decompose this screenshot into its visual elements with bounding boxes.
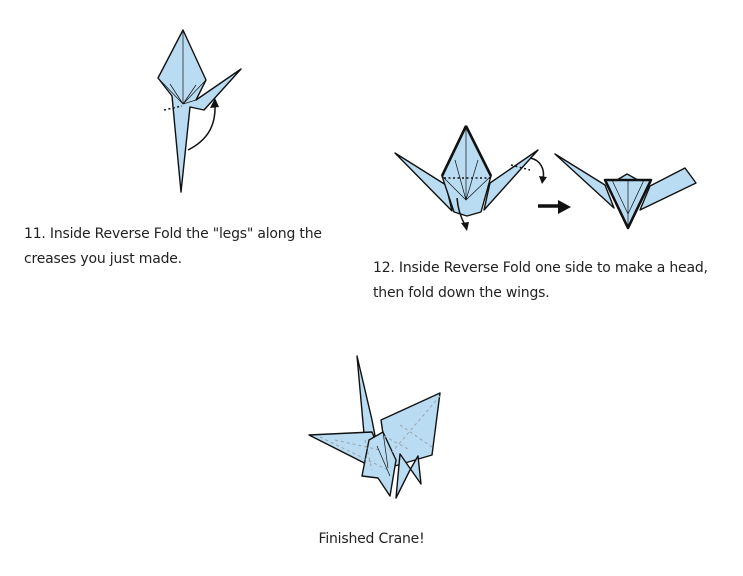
step-12-head-fold-line <box>510 164 531 171</box>
step-11-caption: 11. Inside Reverse Fold the "legs" along… <box>24 226 322 267</box>
crane-creases <box>319 395 441 471</box>
step-12-head-arrow <box>529 157 545 180</box>
step-12-diagram-before <box>394 125 547 231</box>
step-12-transition-arrow <box>538 200 571 214</box>
step-12-after-right-wing <box>639 167 697 211</box>
step-11-fold-line <box>163 105 183 111</box>
finished-caption: Finished Crane! <box>318 531 425 547</box>
step-12-caption: 12. Inside Reverse Fold one side to make… <box>373 260 708 301</box>
step-11-model <box>157 29 242 193</box>
step-11-diagram <box>157 29 242 193</box>
step-11-creases <box>157 30 207 105</box>
step-12-after-left-wing <box>554 153 615 209</box>
crane-tail <box>395 453 422 499</box>
finished-crane-diagram <box>308 355 441 499</box>
step-12-diagram-after <box>554 153 697 230</box>
step-12-right-wing <box>483 149 539 211</box>
step-11-fold-arrow <box>187 103 216 151</box>
